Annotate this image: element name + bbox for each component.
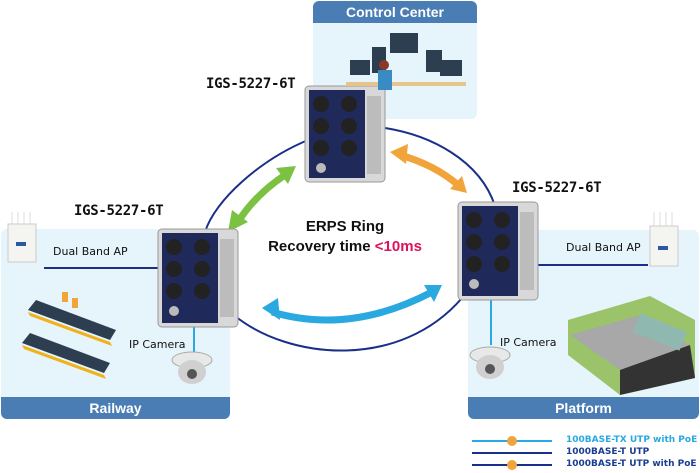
platform-ip-camera-icon <box>469 346 511 379</box>
recovery-prefix: Recovery time <box>268 238 371 255</box>
legend-label-1000base-t: 1000BASE-T UTP <box>566 447 650 457</box>
control-center-workstation-icon <box>346 33 466 90</box>
railway-camera-label: IP Camera <box>129 338 186 351</box>
railway-trains-icon <box>22 292 116 379</box>
switch-left <box>157 228 239 328</box>
platform-ap-label: Dual Band AP <box>566 241 641 254</box>
switch-top <box>304 85 386 183</box>
recovery-value: <10ms <box>374 238 422 255</box>
switch-right <box>457 201 539 301</box>
legend-label-1000base-t-poe: 1000BASE-T UTP with PoE <box>566 459 697 469</box>
control-center-title: Control Center <box>313 1 477 23</box>
legend-line-100base-tx-poe <box>472 436 552 446</box>
railway-ap-label: Dual Band AP <box>53 245 128 258</box>
orange-bidirectional-arrow <box>390 144 467 193</box>
ring-recovery: Recovery time <10ms <box>245 238 445 255</box>
switch-right-model: IGS-5227-6T <box>512 180 602 196</box>
green-bidirectional-arrow <box>228 166 296 232</box>
platform-camera-label: IP Camera <box>500 336 557 349</box>
switch-top-model: IGS-5227-6T <box>206 76 296 92</box>
legend-line-1000base-t-poe <box>472 460 552 470</box>
switch-left-model: IGS-5227-6T <box>74 203 164 219</box>
platform-title: Platform <box>468 397 699 419</box>
railway-title: Railway <box>1 397 230 419</box>
platform-station-icon <box>568 296 695 395</box>
legend-label-100base-tx-poe: 100BASE-TX UTP with PoE <box>566 435 698 445</box>
ring-title: ERPS Ring <box>305 218 385 235</box>
ring-link-top-left <box>204 139 309 233</box>
ring-link-top-right <box>384 127 496 207</box>
railway-access-point-icon <box>7 212 37 263</box>
ring-link-bottom <box>234 297 463 352</box>
railway-ip-camera-icon <box>171 351 213 384</box>
blue-bidirectional-arrow <box>262 285 442 324</box>
platform-access-point-icon <box>649 212 679 267</box>
